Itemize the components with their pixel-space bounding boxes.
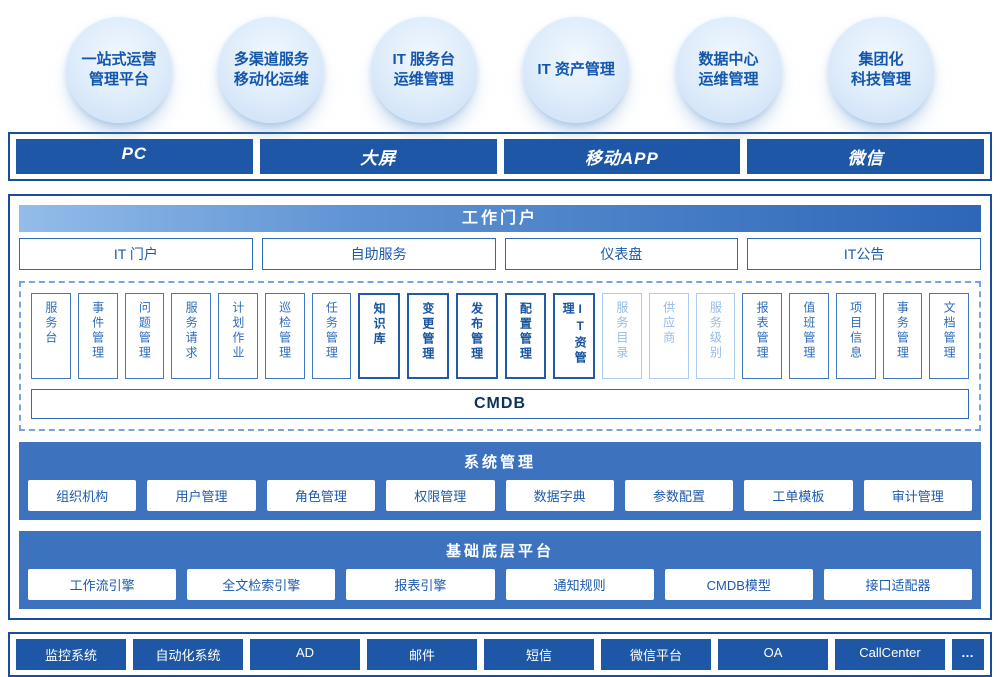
module-box: 项目信息 — [835, 293, 876, 379]
module-box: 知识库 — [358, 293, 400, 379]
module-label: 服务级别 — [708, 301, 723, 361]
system-item: 用户管理 — [147, 480, 256, 511]
feature-bubble: 多渠道服务 移动化运维 — [218, 17, 325, 123]
integration-item: 邮件 — [367, 639, 477, 670]
integration-item: 自动化系统 — [133, 639, 243, 670]
integration-item: OA — [718, 639, 828, 670]
module-box: 配置管理 — [504, 293, 547, 379]
module-box: 事务管理 — [882, 293, 923, 379]
base-platform-title: 基础底层平台 — [445, 543, 554, 560]
integration-item: 短信 — [484, 639, 594, 670]
channel-item: 微信 — [747, 139, 984, 174]
platform-item: 全文检索引擎 — [187, 569, 336, 600]
module-box: 事件管理 — [77, 293, 118, 379]
platform-item: 报表引擎 — [346, 569, 495, 600]
module-label: 事件管理 — [90, 301, 105, 361]
module-label: 供应商 — [661, 301, 676, 346]
module-box: 供应商 — [648, 293, 689, 379]
portal-item: 仪表盘 — [504, 238, 739, 270]
integration-item: AD — [250, 639, 360, 670]
platform-item: 工作流引擎 — [28, 569, 177, 600]
system-item: 工单模板 — [744, 480, 853, 511]
system-management-section: 系统管理 组织机构 用户管理 角色管理 权限管理 数据字典 参数配置 工单模板 — [19, 442, 981, 520]
module-box: 发布管理 — [455, 293, 498, 379]
module-label: 事务管理 — [895, 301, 910, 361]
module-label: IT资管理 — [561, 302, 588, 366]
channel-item: 大屏 — [259, 139, 497, 174]
portal-items-row: IT 门户 自助服务 仪表盘 IT公告 — [19, 238, 981, 270]
integration-item: CallCenter — [835, 639, 945, 670]
module-box: 变更管理 — [407, 293, 449, 379]
module-label: 值班管理 — [801, 301, 816, 361]
system-management-title: 系统管理 — [463, 454, 536, 471]
feature-bubble-label: 多渠道服务 移动化运维 — [233, 51, 309, 88]
system-item: 权限管理 — [386, 480, 495, 511]
cmdb-bar: CMDB — [31, 389, 969, 419]
portal-item: IT公告 — [747, 238, 981, 270]
system-item: 数据字典 — [505, 480, 614, 511]
channel-item: 移动APP — [503, 139, 741, 174]
module-box: 服务请求 — [171, 293, 211, 379]
module-label: 文档管理 — [942, 301, 957, 361]
channel-bar: PC 大屏 移动APP 微信 — [8, 132, 992, 181]
platform-items-row: 工作流引擎 全文检索引擎 报表引擎 通知规则 CMDB模型 接口适配器 — [28, 569, 973, 600]
modules-row: 服务台 事件管理 问题管理 服务请求 计划作业 — [31, 293, 969, 379]
module-label: 配置管理 — [518, 302, 533, 362]
system-item: 组织机构 — [28, 480, 137, 511]
module-label: 项目信息 — [848, 301, 863, 361]
module-label: 问题管理 — [137, 301, 152, 361]
portal-item: 自助服务 — [261, 238, 496, 270]
feature-bubble: IT 资产管理 — [523, 17, 630, 123]
module-label: 巡检管理 — [277, 301, 292, 361]
channel-item: PC — [16, 139, 253, 174]
module-box: 文档管理 — [929, 293, 969, 379]
module-box: IT资管理 — [553, 293, 595, 379]
module-label: 服务请求 — [184, 301, 199, 361]
platform-item: CMDB模型 — [664, 569, 813, 600]
main-panel: 工作门户 IT 门户 自助服务 仪表盘 IT公告 服务台 — [8, 194, 992, 620]
feature-bubble-label: IT 服务台 运维管理 — [392, 51, 456, 88]
system-item: 参数配置 — [624, 480, 734, 511]
module-box: 巡检管理 — [264, 293, 305, 379]
feature-bubbles-row: 一站式运营 管理平台 多渠道服务 移动化运维 IT 服务台 运维管理 IT 资产… — [8, 8, 992, 132]
module-box: 任务管理 — [311, 293, 352, 379]
integration-item: 监控系统 — [16, 639, 126, 670]
feature-bubble: 集团化 科技管理 — [827, 17, 934, 123]
integration-item: 微信平台 — [601, 639, 711, 670]
module-label: 服务台 — [43, 301, 58, 346]
module-label: 任务管理 — [324, 301, 339, 361]
platform-item: 接口适配器 — [823, 569, 973, 600]
module-label: 变更管理 — [420, 302, 435, 362]
system-item: 审计管理 — [863, 480, 972, 511]
module-box: 值班管理 — [789, 293, 829, 379]
module-box: 服务台 — [31, 293, 71, 379]
itsm-modules-panel: 服务台 事件管理 问题管理 服务请求 计划作业 — [19, 281, 981, 431]
platform-item: 通知规则 — [505, 569, 654, 600]
work-portal-header: 工作门户 — [19, 205, 981, 232]
integration-bar: 监控系统 自动化系统 AD 邮件 短信 微信平台 OA CallCenter … — [8, 632, 992, 677]
module-box: 服务级别 — [695, 293, 736, 379]
module-box: 计划作业 — [218, 293, 258, 379]
feature-bubble-label: IT 资产管理 — [537, 61, 615, 79]
module-label: 发布管理 — [469, 302, 484, 362]
system-item: 角色管理 — [266, 480, 376, 511]
feature-bubble-label: 集团化 科技管理 — [850, 51, 911, 88]
module-label: 服务目录 — [614, 301, 629, 361]
base-platform-section: 基础底层平台 工作流引擎 全文检索引擎 报表引擎 通知规则 CMDB模型 接口适… — [19, 531, 981, 609]
feature-bubble-label: 一站式运营 管理平台 — [81, 51, 157, 88]
module-box: 服务目录 — [602, 293, 642, 379]
feature-bubble: 数据中心 运维管理 — [675, 17, 782, 123]
module-label: 报表管理 — [755, 301, 770, 361]
module-label: 计划作业 — [230, 301, 245, 361]
system-items-row: 组织机构 用户管理 角色管理 权限管理 数据字典 参数配置 工单模板 审计管理 — [28, 480, 972, 511]
feature-bubble: IT 服务台 运维管理 — [370, 17, 477, 123]
feature-bubble: 一站式运营 管理平台 — [66, 17, 172, 123]
portal-item: IT 门户 — [19, 238, 253, 270]
integration-item: … — [952, 639, 984, 670]
feature-bubble-label: 数据中心 运维管理 — [698, 51, 759, 88]
module-label: 知识库 — [372, 302, 387, 347]
module-box: 报表管理 — [742, 293, 782, 379]
module-box: 问题管理 — [124, 293, 165, 379]
